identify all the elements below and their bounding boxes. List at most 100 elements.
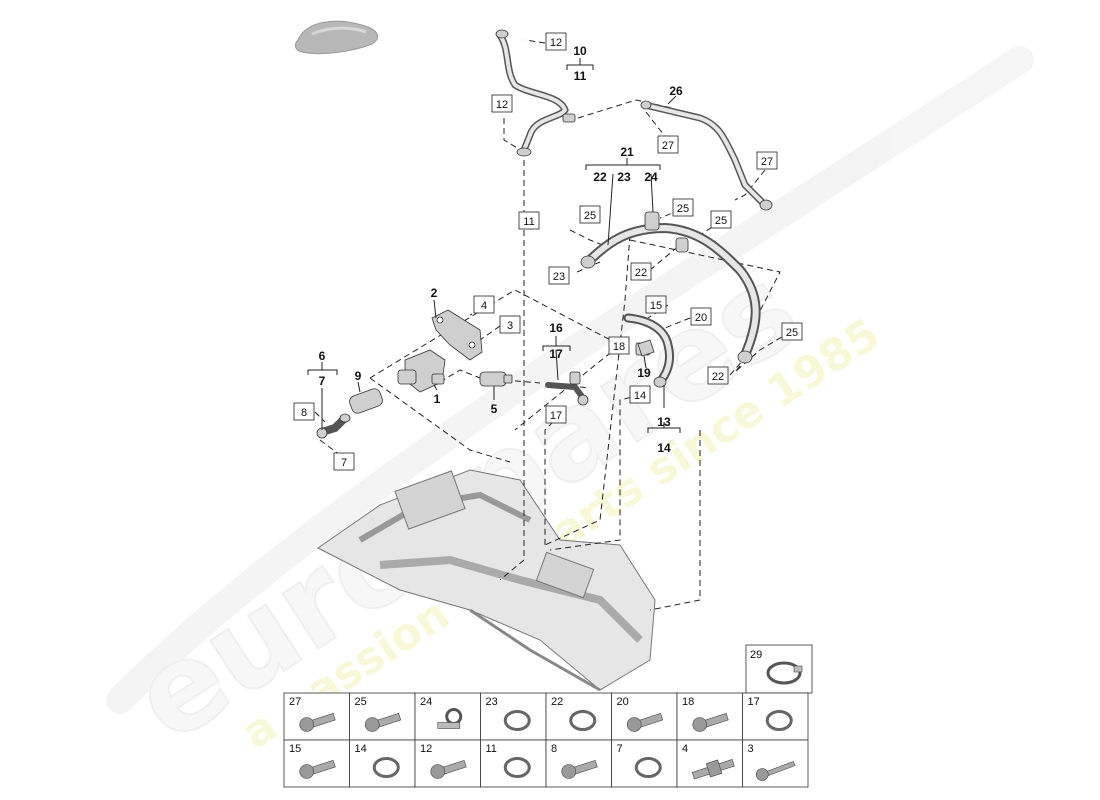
coolant-pipe-10-11 (495, 29, 576, 157)
fitting-6 (316, 413, 351, 439)
box-callout-22: 22 (630, 262, 652, 281)
table-cell-11: 11 (480, 739, 547, 788)
callout-7: 7 (319, 374, 326, 388)
sealing-ring-icon (503, 710, 531, 731)
table-cell-number: 17 (748, 696, 760, 708)
table-cell-number: 24 (420, 696, 432, 708)
box-callout-22: 22 (707, 366, 729, 385)
boxed-callouts: 12 12 27 27 11 25 25 25 23 22 4 3 15 20 … (293, 32, 803, 471)
table-cell-27: 27 (283, 692, 350, 741)
bolt-icon (299, 712, 336, 732)
svg-text:23: 23 (553, 271, 565, 283)
box-callout-25: 25 (781, 322, 803, 341)
callout-1: 1 (434, 392, 441, 406)
clip-19 (637, 339, 655, 357)
sealing-ring-icon (503, 757, 531, 778)
bracket-2 (431, 309, 483, 361)
bold-callouts: 10 11 26 21 22 23 24 2 16 17 6 7 9 19 1 … (319, 44, 683, 455)
table-cell-14: 14 (349, 739, 416, 788)
svg-text:3: 3 (507, 320, 513, 332)
callout-brackets (307, 58, 681, 433)
box-callout-12: 12 (491, 94, 513, 113)
table-cell-18: 18 (676, 692, 743, 741)
callout-6: 6 (319, 349, 326, 363)
callout-14: 14 (657, 441, 671, 455)
bolt-icon (364, 712, 402, 732)
table-cell-number: 7 (617, 743, 623, 755)
fitting-16 (545, 371, 589, 406)
bolt-icon (626, 712, 664, 732)
callout-13: 13 (657, 415, 671, 429)
vehicle-silhouette-icon (294, 20, 379, 55)
table-cell-number: 12 (420, 743, 432, 755)
table-cell-number: 22 (551, 696, 563, 708)
callout-26: 26 (669, 84, 683, 98)
table-cell-29: 29 (745, 644, 813, 694)
svg-text:25: 25 (584, 210, 596, 222)
table-cell-3: 3 (742, 739, 809, 788)
box-callout-25: 25 (579, 205, 601, 224)
svg-text:25: 25 (715, 215, 727, 227)
table-cell-number: 18 (682, 696, 694, 708)
box-callout-25: 25 (672, 198, 694, 217)
box-callout-27: 27 (756, 151, 778, 170)
table-cell-number: 14 (355, 743, 367, 755)
pipe-clip-icon (437, 708, 463, 729)
sealing-ring-icon (634, 757, 662, 778)
table-cell-12: 12 (414, 739, 481, 788)
box-callout-14: 14 (629, 385, 651, 404)
callout-9: 9 (355, 369, 362, 383)
callout-17: 17 (549, 347, 563, 361)
svg-text:4: 4 (481, 300, 487, 312)
box-callout-20: 20 (690, 307, 712, 326)
table-cell-8: 8 (545, 739, 612, 788)
table-cell-number: 4 (682, 743, 688, 755)
callout-22: 22 (593, 170, 607, 184)
table-cell-number: 11 (486, 743, 497, 755)
bolt-icon (299, 759, 336, 779)
sealing-ring-icon (765, 710, 793, 731)
table-cell-20: 20 (611, 692, 678, 741)
svg-text:12: 12 (550, 37, 562, 49)
callout-21: 21 (620, 145, 634, 159)
table-cell-number: 25 (355, 696, 367, 708)
box-callout-7: 7 (333, 452, 355, 471)
self-tapping-screw-icon (755, 761, 796, 781)
table-cell-4: 4 (676, 739, 743, 788)
box-callout-23: 23 (548, 266, 570, 285)
coolant-hose-21 (580, 211, 761, 364)
table-cell-24: 24 (414, 692, 481, 741)
box-callout-18: 18 (608, 336, 630, 355)
svg-text:15: 15 (650, 300, 662, 312)
table-cell-number: 15 (289, 743, 301, 755)
svg-text:20: 20 (695, 312, 707, 324)
svg-text:25: 25 (786, 327, 798, 339)
valve-1 (397, 349, 446, 393)
table-cell-22: 22 (545, 692, 612, 741)
svg-text:22: 22 (712, 371, 724, 383)
table-cell-number: 3 (748, 743, 754, 755)
bolt-icon (692, 712, 729, 732)
svg-text:22: 22 (635, 267, 647, 279)
callout-10: 10 (573, 44, 587, 58)
svg-text:14: 14 (634, 390, 646, 402)
svg-text:12: 12 (496, 99, 508, 111)
box-callout-4: 4 (473, 295, 495, 314)
table-cell-number: 23 (486, 696, 498, 708)
svg-text:11: 11 (523, 216, 534, 228)
sealing-ring-icon (372, 757, 400, 778)
svg-text:27: 27 (761, 156, 773, 168)
coolant-pipe-26 (640, 100, 773, 211)
box-callout-12: 12 (545, 32, 567, 51)
callout-19: 19 (637, 366, 651, 380)
box-callout-15: 15 (645, 295, 667, 314)
callout-23: 23 (617, 170, 631, 184)
box-callout-3: 3 (499, 315, 521, 334)
sensor-5 (479, 371, 513, 387)
hose-clamp-icon (766, 661, 803, 685)
callout-11: 11 (574, 69, 587, 83)
svg-text:27: 27 (662, 140, 674, 152)
